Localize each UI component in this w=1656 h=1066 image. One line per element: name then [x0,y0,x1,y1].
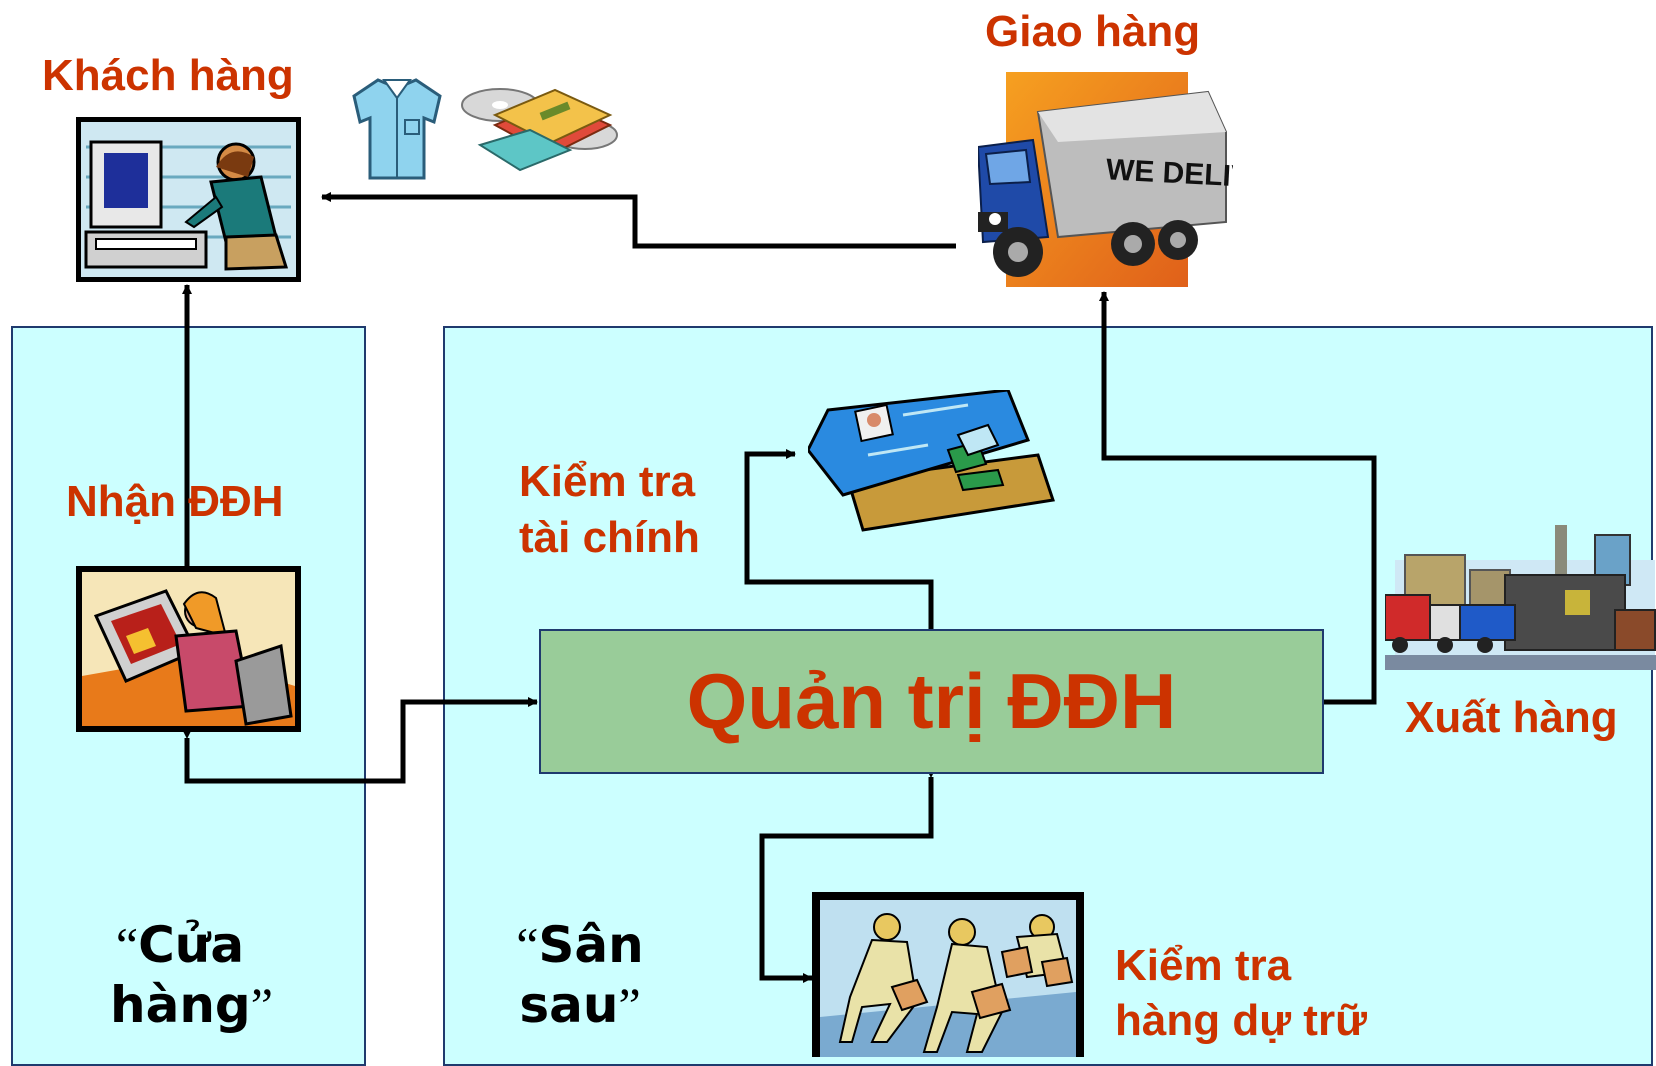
delivery-label: Giao hàng [985,7,1201,56]
receive-order-label: Nhận ĐĐH [66,477,284,526]
stock-check-label-line1: Kiểm tra [1115,941,1292,990]
delivery-truck-icon: WE DELIVER [978,72,1233,287]
order-management-title: Quản trị ĐĐH [686,657,1177,745]
customer-label: Khách hàng [42,51,294,100]
shirt-icon [352,78,442,180]
credit-cards-icon [808,390,1055,532]
factory-warehouse-icon [1385,525,1656,670]
arrow-core-stock [759,768,936,983]
stock-check-label-line2: hàng dự trữ [1115,996,1367,1045]
arrow-core-finance [744,449,936,638]
finance-check-label-line1: Kiểm tra [519,457,696,506]
warehouse-workers-icon [812,892,1084,1057]
customer-computer-icon [76,117,301,282]
order-management-box: Quản trị ĐĐH [539,629,1324,774]
finance-check-label-line2: tài chính [519,513,700,562]
discs-package-icon [461,88,618,172]
back-yard-zone-label: “Sân sau” [516,916,644,1034]
arrow-clerk-core [182,697,538,784]
ship-out-label: Xuất hàng [1405,693,1618,742]
arrow-core-to-delivery [1099,291,1377,705]
front-store-zone-label: “Cửa hàng” [110,916,273,1034]
arrow-delivery-to-customer [321,192,956,249]
clerk-computer-icon [76,566,301,732]
